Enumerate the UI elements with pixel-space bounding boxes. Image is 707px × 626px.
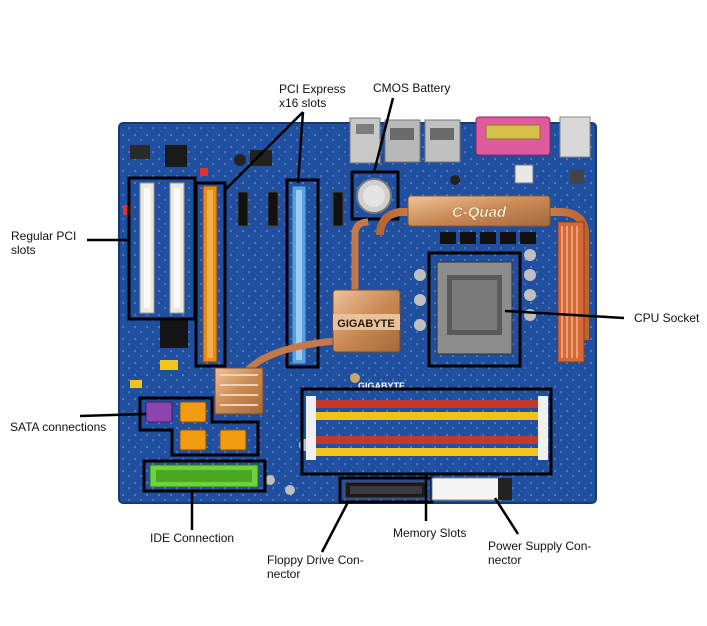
label-cmos-battery: CMOS Battery: [373, 81, 451, 95]
sata-outline: [138, 396, 260, 457]
cpu-socket: [427, 251, 522, 368]
label-floppy-line1: Floppy Drive Con-: [267, 553, 364, 567]
pointer-cpu: [504, 309, 625, 320]
pointer-pcie-right: [296, 111, 305, 184]
label-pci-express-line2: x16 slots: [279, 96, 327, 110]
memory-slots: [300, 387, 553, 476]
board-chips: [123, 145, 584, 495]
label-regular-pci: Regular PCI slots: [11, 229, 76, 257]
pointer-pcie-left: [224, 111, 304, 191]
board-brand-text: GIGABYTE: [358, 381, 405, 391]
cpu-socket-outline: [427, 251, 522, 368]
heatsink-logo-text: C-Quad: [452, 204, 507, 221]
chipset-brand-text: GIGABYTE: [337, 318, 394, 330]
label-floppy-drive: Floppy Drive Con- nector: [267, 553, 364, 581]
label-power-supply-line1: Power Supply Con-: [488, 539, 592, 553]
pointer-cmos: [372, 97, 395, 173]
label-regular-pci-line1: Regular PCI: [11, 229, 77, 243]
pcie-orange-outline: [194, 181, 227, 368]
pcie-blue-slot: [285, 178, 320, 369]
pointer-power: [493, 497, 520, 535]
label-sata-connections: SATA connections: [10, 420, 107, 434]
label-power-supply: Power Supply Con- nector: [488, 539, 591, 567]
label-power-supply-line2: nector: [488, 553, 522, 567]
floppy-connector: [338, 476, 434, 504]
vrm-row: [440, 232, 536, 244]
label-ide-connection: IDE Connection: [150, 531, 235, 545]
pointer-sata: [79, 412, 147, 418]
rear-io-ports: [349, 116, 591, 164]
ide-connector: [142, 459, 267, 493]
pcie-orange-slot: [194, 181, 227, 368]
pcie-x1-slots: [237, 191, 344, 227]
ide-outline: [142, 459, 267, 493]
chipset-heatsink: GIGABYTE: [332, 289, 401, 353]
side-fin-heatsink: [557, 221, 585, 363]
regular-pci-slots: [127, 176, 197, 321]
sata-connectors: [138, 396, 260, 457]
label-pci-express: PCI Express x16 slots: [279, 82, 346, 110]
power-connector: [431, 477, 512, 501]
pointer-lines: [79, 97, 625, 553]
label-regular-pci-line2: slots: [11, 243, 36, 257]
pointer-floppy: [320, 501, 350, 553]
label-cpu-socket: CPU Socket: [634, 311, 700, 325]
label-pci-express-line1: PCI Express: [279, 82, 346, 96]
southbridge-heatsink: [214, 367, 264, 415]
pcie-blue-outline: [285, 178, 320, 369]
label-floppy-line2: nector: [267, 567, 301, 581]
label-memory-slots: Memory Slots: [393, 526, 467, 540]
top-heatsink: C-Quad: [407, 195, 551, 227]
